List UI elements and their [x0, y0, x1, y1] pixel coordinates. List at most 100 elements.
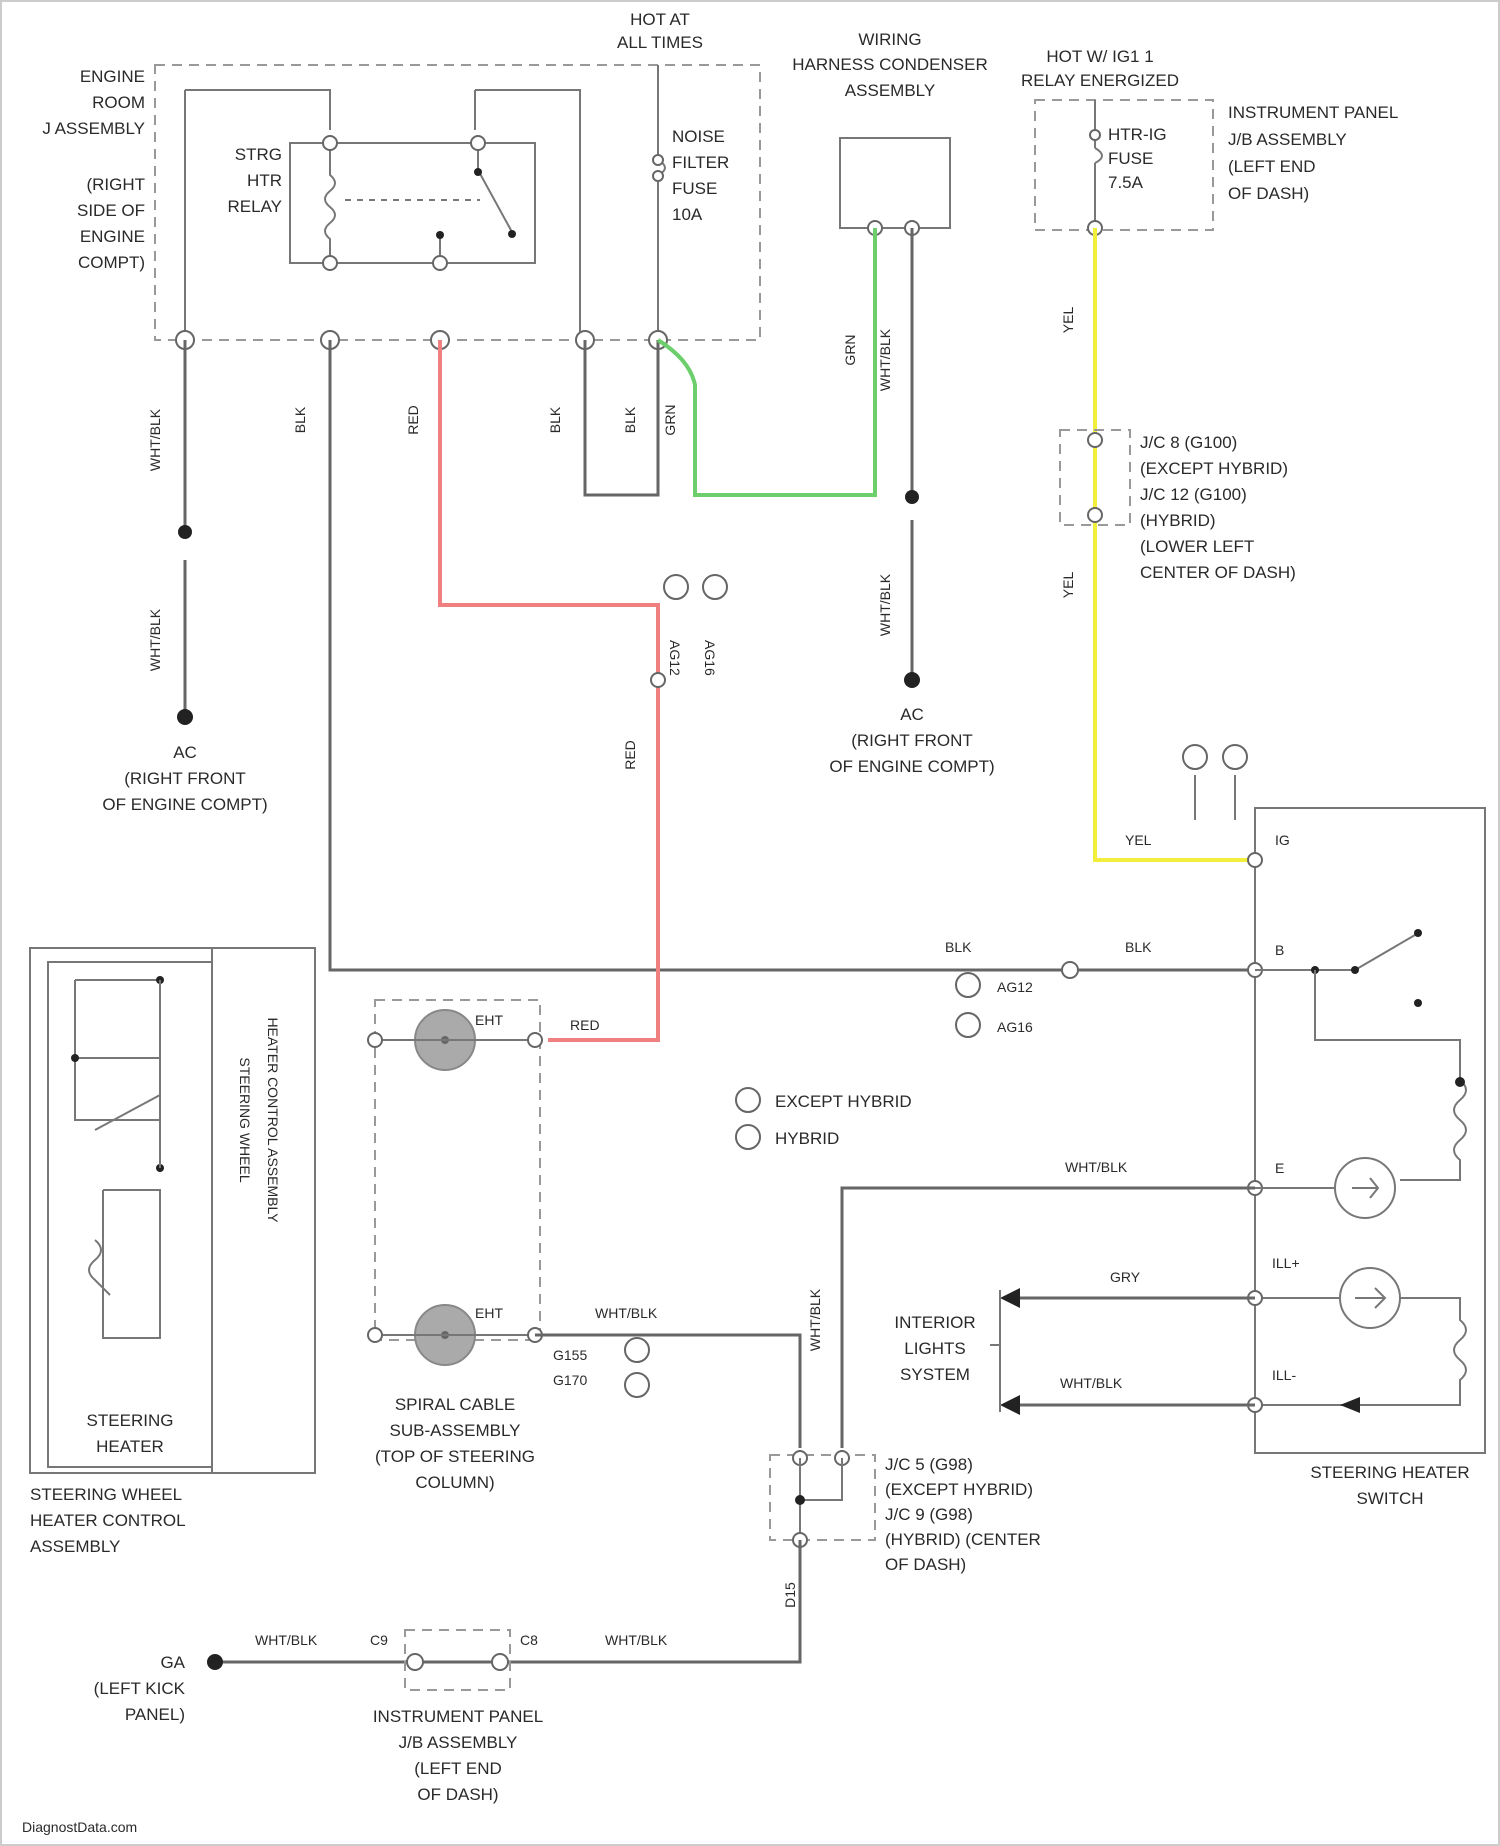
ip-jb-top-label: (LEFT END [1228, 157, 1316, 176]
jc-top-label: J/C 12 (G100) [1140, 485, 1247, 504]
terminal-label: B [1275, 942, 1284, 958]
hot-ig-label: RELAY ENERGIZED [1021, 71, 1179, 90]
wire-label: WHT/BLK [255, 1632, 318, 1648]
steering-heater-switch-label: STEERING HEATER [1310, 1463, 1469, 1482]
connector-label: G155 [553, 1347, 587, 1363]
jc-bottom-label: (HYBRID) (CENTER [885, 1530, 1041, 1549]
footer-watermark: DiagnostData.com [22, 1819, 137, 1835]
noise-filter-fuse-label: FILTER [672, 153, 729, 172]
spiral-cable-label: COLUMN) [415, 1473, 494, 1492]
connector-label: C9 [370, 1632, 388, 1648]
noise-filter-fuse-label: 10A [672, 205, 703, 224]
connector-label: AG12 [997, 979, 1033, 995]
wire-label: GRY [1110, 1269, 1141, 1285]
jc-bottom-label: (EXCEPT HYBRID) [885, 1480, 1033, 1499]
wire-label: WHT/BLK [1060, 1375, 1123, 1391]
wire-label: BLK [1125, 939, 1152, 955]
noise-filter-fuse-label: NOISE [672, 127, 725, 146]
ground-bottom-symbol [207, 1654, 223, 1670]
terminal-label: E [1275, 1160, 1284, 1176]
swhca-bottom-label: HEATER CONTROL [30, 1511, 186, 1530]
htr-ig-fuse-label: 7.5A [1108, 173, 1144, 192]
jc-bottom-label: J/C 9 (G98) [885, 1505, 973, 1524]
wire-label: GRN [662, 404, 678, 435]
swhca-bottom-label: STEERING WHEEL [30, 1485, 182, 1504]
ip-jb-bottom-label: J/B ASSEMBLY [399, 1733, 518, 1752]
connector-label: D15 [782, 1582, 798, 1608]
jc-top-label: CENTER OF DASH) [1140, 563, 1296, 582]
swhca-vertical-label: HEATER CONTROL ASSEMBLY [265, 1017, 281, 1223]
wire-label: WHT/BLK [147, 408, 163, 471]
interior-lights-label: SYSTEM [900, 1365, 970, 1384]
wire-label: RED [622, 740, 638, 770]
connector-label: AG16 [997, 1019, 1033, 1035]
strg-htr-relay-label: STRG [235, 145, 282, 164]
ground-left-label: (RIGHT FRONT [124, 769, 246, 788]
engine-room-location-label: SIDE OF [77, 201, 145, 220]
wire-label: BLK [622, 406, 638, 433]
spiral-cable-label: (TOP OF STEERING [375, 1447, 535, 1466]
steering-heater-switch-label: SWITCH [1356, 1489, 1423, 1508]
wire-label: BLK [547, 406, 563, 433]
ip-jb-top-label: INSTRUMENT PANEL [1228, 103, 1398, 122]
strg-htr-relay-label: RELAY [228, 197, 283, 216]
engine-room-jb-label: ROOM [92, 93, 145, 112]
ground-mid-label: AC [900, 705, 924, 724]
engine-room-location-label: ENGINE [80, 227, 145, 246]
ground-bottom-label: GA [160, 1653, 185, 1672]
spiral-cable-label: SUB-ASSEMBLY [389, 1421, 520, 1440]
engine-room-jb-label: ENGINE [80, 67, 145, 86]
harness-condenser-label: ASSEMBLY [845, 81, 935, 100]
swhca-bottom-label: ASSEMBLY [30, 1537, 120, 1556]
htr-ig-fuse-label: FUSE [1108, 149, 1153, 168]
terminal-label: ILL+ [1272, 1255, 1300, 1271]
connector-label: C8 [520, 1632, 538, 1648]
wire-label: WHT/BLK [1065, 1159, 1128, 1175]
legend-except-hybrid: EXCEPT HYBRID [775, 1092, 912, 1111]
harness-condenser-label: WIRING [858, 30, 921, 49]
wire-label: WHT/BLK [877, 328, 893, 391]
interior-lights-label: INTERIOR [894, 1313, 975, 1332]
wire-label: WHT/BLK [877, 573, 893, 636]
wire-label: WHT/BLK [595, 1305, 658, 1321]
ground-bottom-label: (LEFT KICK [94, 1679, 186, 1698]
htr-ig-fuse-label: HTR-IG [1108, 125, 1167, 144]
jc-top-label: (HYBRID) [1140, 511, 1216, 530]
ground-bottom-label: PANEL) [125, 1705, 185, 1724]
ground-left-symbol [177, 709, 193, 725]
terminal-label: EHT [475, 1012, 503, 1028]
ip-jb-bottom-label: (LEFT END [414, 1759, 502, 1778]
hot-at-all-times-line2: ALL TIMES [617, 33, 703, 52]
connector-label: AG16 [702, 640, 718, 676]
hot-ig-label: HOT W/ IG1 1 [1046, 47, 1153, 66]
ip-jb-bottom-label: OF DASH) [417, 1785, 498, 1804]
steering-heater-label: STEERING [87, 1411, 174, 1430]
connector-label: G170 [553, 1372, 587, 1388]
ground-mid-label: OF ENGINE COMPT) [829, 757, 994, 776]
ip-jb-bottom-label: INSTRUMENT PANEL [373, 1707, 543, 1726]
noise-filter-fuse-label: FUSE [672, 179, 717, 198]
wire-label: YEL [1060, 572, 1076, 599]
jc-top-label: (LOWER LEFT [1140, 537, 1254, 556]
engine-room-location-label: (RIGHT [86, 175, 145, 194]
wire-label: WHT/BLK [605, 1632, 668, 1648]
wire-label: WHT/BLK [147, 608, 163, 671]
wire-label: GRN [842, 334, 858, 365]
connector-label: AG12 [667, 640, 683, 676]
steering-heater-label: HEATER [96, 1437, 164, 1456]
engine-room-location-label: COMPT) [78, 253, 145, 272]
wire-label: BLK [945, 939, 972, 955]
engine-room-jb-label: J ASSEMBLY [42, 119, 145, 138]
wire-label: YEL [1060, 307, 1076, 334]
ground-mid-label: (RIGHT FRONT [851, 731, 973, 750]
ground-left-label: AC [173, 743, 197, 762]
hot-at-all-times-line1: HOT AT [630, 10, 690, 29]
interior-lights-label: LIGHTS [904, 1339, 965, 1358]
terminal-label: IG [1275, 832, 1290, 848]
swhca-vertical-label: STEERING WHEEL [237, 1057, 253, 1182]
jc-bottom-label: J/C 5 (G98) [885, 1455, 973, 1474]
ip-jb-top-label: OF DASH) [1228, 184, 1309, 203]
ip-jb-top-label: J/B ASSEMBLY [1228, 130, 1347, 149]
wire-label: RED [405, 405, 421, 435]
ground-left-label: OF ENGINE COMPT) [102, 795, 267, 814]
